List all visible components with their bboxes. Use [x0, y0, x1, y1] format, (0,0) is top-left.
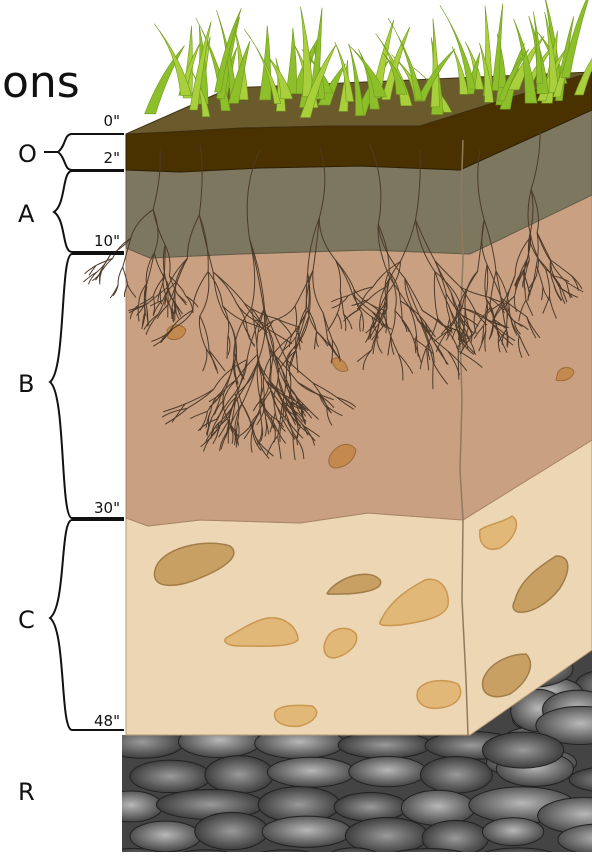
horizon-annotations: [44, 134, 124, 730]
title-fragment: ons: [2, 57, 80, 108]
horizon-label-c: C: [18, 606, 35, 634]
depth-labels: 0" 2" 10" 30" 48": [94, 112, 120, 730]
horizon-label-b: B: [18, 370, 34, 398]
horizon-label-o: O: [18, 140, 37, 168]
depth-label-30: 30": [94, 499, 120, 517]
horizon-label-a: A: [18, 200, 35, 228]
horizon-label-r: R: [18, 778, 35, 806]
depth-label-48: 48": [94, 712, 120, 730]
horizon-labels: O A B C R: [18, 140, 37, 806]
depth-label-10: 10": [94, 232, 120, 250]
depth-label-0: 0": [104, 112, 120, 130]
curly-brace-icon: [50, 520, 124, 730]
depth-label-2: 2": [104, 149, 120, 167]
